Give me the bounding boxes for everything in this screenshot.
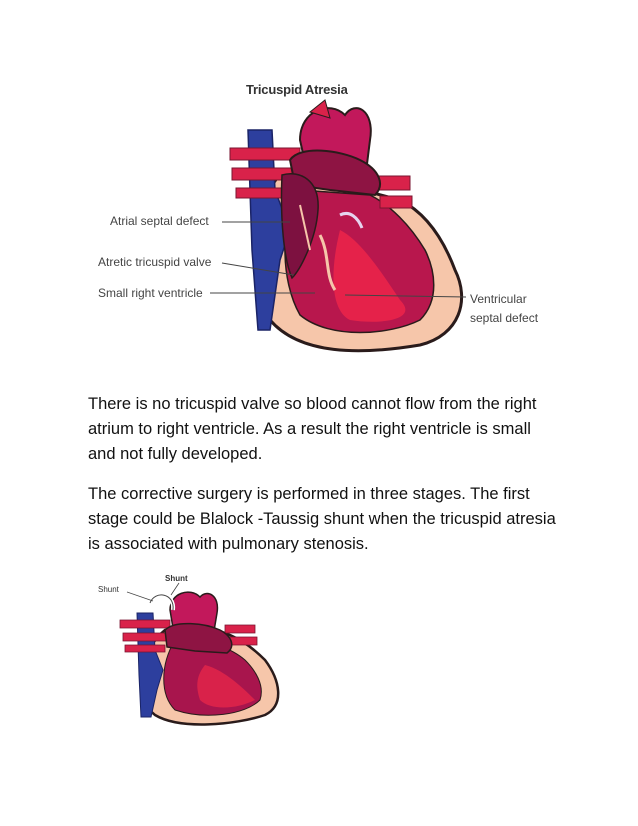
label-small-right-ventricle: Small right ventricle [98,286,203,300]
label-atrial-septal-defect: Atrial septal defect [110,214,209,228]
paragraph-2: The corrective surgery is performed in t… [88,485,556,553]
label-shunt-left: Shunt [98,585,119,594]
figure-title: Tricuspid Atresia [246,82,348,97]
heart-diagram-large [210,99,467,353]
label-atretic-tricuspid-valve: Atretic tricuspid valve [98,255,212,269]
heart-diagram-small [119,582,280,726]
label-septal-defect: septal defect [470,311,539,325]
label-ventricular: Ventricular [470,292,527,306]
paragraph-1: There is no tricuspid valve so blood can… [88,395,537,463]
label-shunt-top: Shunt [165,574,188,583]
